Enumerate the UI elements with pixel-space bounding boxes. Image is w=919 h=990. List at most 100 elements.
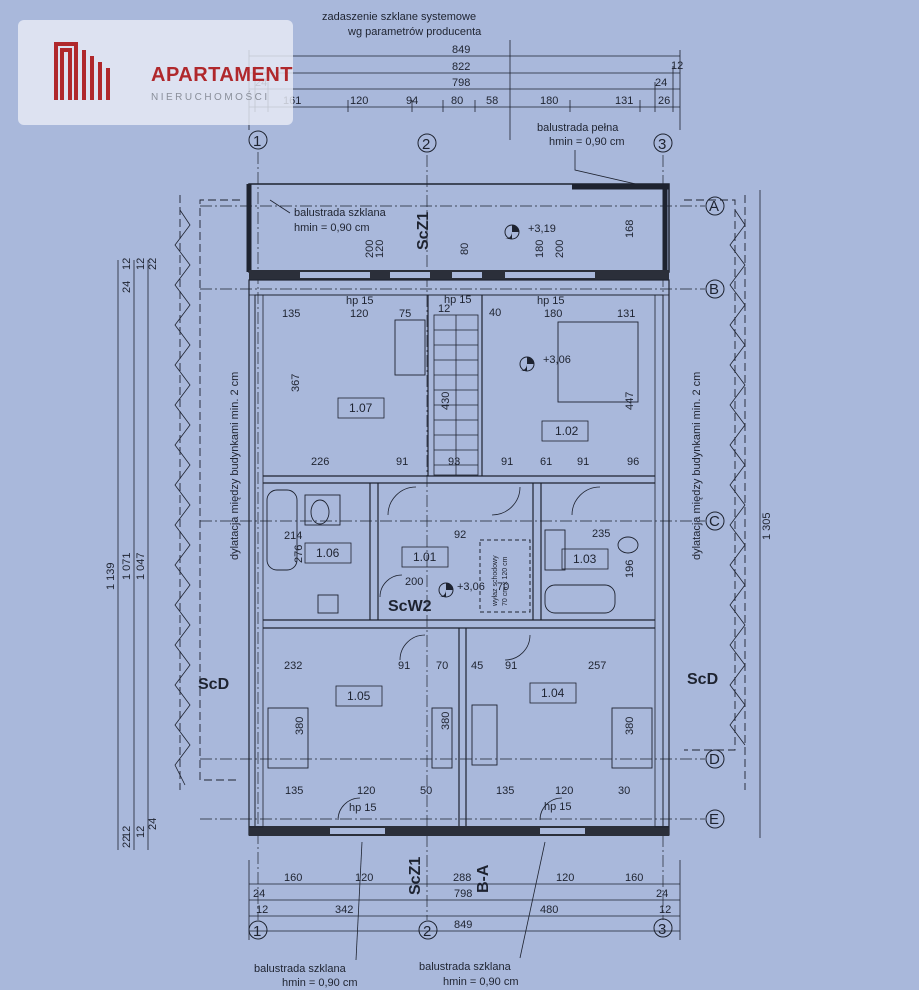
dim-top-24b: 24 <box>655 77 667 89</box>
dim-top-180: 180 <box>540 95 558 107</box>
svg-text:180: 180 <box>544 308 562 320</box>
axis-E: E <box>709 811 719 828</box>
room-1-01: 1.01 <box>413 550 437 564</box>
svg-text:92: 92 <box>454 529 466 541</box>
dim-bottom-342: 342 <box>335 904 353 916</box>
dim-top-12a: 12 <box>671 60 683 72</box>
svg-text:120: 120 <box>374 240 386 258</box>
dim-top-798: 798 <box>452 77 470 89</box>
svg-text:91: 91 <box>505 660 517 672</box>
dim-bottom-849: 849 <box>454 919 472 931</box>
dim-top-120: 120 <box>350 95 368 107</box>
dim-bottom-160b: 160 <box>625 872 643 884</box>
svg-text:91: 91 <box>396 456 408 468</box>
room-1-06: 1.06 <box>316 546 340 560</box>
sill-mark-2: hp 15 <box>444 294 472 306</box>
logo-title: APARTAMENT <box>151 64 294 86</box>
logo-mark-icon <box>54 42 110 100</box>
door-swings <box>337 486 601 821</box>
svg-text:40: 40 <box>489 307 501 319</box>
dim-bottom-288: 288 <box>453 872 471 884</box>
svg-text:45: 45 <box>471 660 483 672</box>
building-walls <box>246 183 670 836</box>
axis-markers-top <box>248 130 673 153</box>
svg-text:135: 135 <box>282 308 300 320</box>
section-ScZ1-bottom: ScZ1 <box>407 857 424 895</box>
svg-text:200: 200 <box>364 240 376 258</box>
axis-A: A <box>709 198 719 215</box>
svg-text:232: 232 <box>284 660 302 672</box>
dim-top-849: 849 <box>452 44 470 56</box>
balustrade-glass-label-bc: balustrada szklana <box>419 961 512 973</box>
interior-partitions <box>263 295 655 826</box>
balustrade-full-label: balustrada pełna <box>537 122 619 134</box>
dim-bottom-24a: 24 <box>253 888 265 900</box>
room-1-04: 1.04 <box>541 686 565 700</box>
svg-text:70: 70 <box>436 660 448 672</box>
dim-top-94: 94 <box>406 95 418 107</box>
level-hall: +3,06 <box>457 581 485 593</box>
room-1-05: 1.05 <box>347 689 371 703</box>
inner-dimensions: 135 120 75 12 40 180 131 226 91 93 91 61… <box>282 303 639 797</box>
svg-text:70: 70 <box>497 581 509 593</box>
dim-left-22a: 22 <box>147 258 159 270</box>
axis-markers-right <box>705 196 725 829</box>
axis-1-bottom: 1 <box>253 923 261 940</box>
dilatation-label-left: dylatacja między budynkami min. 2 cm <box>229 372 241 560</box>
dim-bottom-12b: 12 <box>659 904 671 916</box>
svg-text:30: 30 <box>618 785 630 797</box>
svg-text:50: 50 <box>420 785 432 797</box>
dim-left-24a: 24 <box>121 281 133 293</box>
stair-opening-label: wyłaz schodowy <box>492 555 499 607</box>
svg-text:91: 91 <box>398 660 410 672</box>
room-1-07: 1.07 <box>349 401 373 415</box>
dim-bottom-798: 798 <box>454 888 472 900</box>
dim-left-12a: 12 <box>121 258 133 270</box>
bottom-dimension-lines <box>248 860 681 940</box>
dim-bottom-120b: 120 <box>556 872 574 884</box>
level-room-102: +3,06 <box>543 354 571 366</box>
level-terrace: +3,19 <box>528 223 556 235</box>
svg-text:235: 235 <box>592 528 610 540</box>
agency-logo: APARTAMENT NIERUCHOMOŚCI <box>18 20 293 125</box>
svg-text:12: 12 <box>438 303 450 315</box>
dim-bottom-120a: 120 <box>355 872 373 884</box>
dim-right-1305: 1 305 <box>761 512 773 540</box>
svg-text:135: 135 <box>285 785 303 797</box>
dim-left-1071: 1 071 <box>121 552 133 580</box>
axis-D: D <box>709 751 720 768</box>
svg-text:380: 380 <box>440 712 452 730</box>
svg-text:135: 135 <box>496 785 514 797</box>
svg-text:196: 196 <box>624 560 636 578</box>
dim-bottom-24b: 24 <box>656 888 668 900</box>
top-dimension-lines <box>248 40 681 140</box>
svg-text:380: 380 <box>294 717 306 735</box>
svg-text:96: 96 <box>627 456 639 468</box>
logo-subtitle: NIERUCHOMOŚCI <box>151 92 270 103</box>
svg-text:380: 380 <box>624 717 636 735</box>
bathroom-fixtures <box>266 489 639 614</box>
svg-text:93: 93 <box>448 456 460 468</box>
dim-left-24b: 24 <box>147 818 159 830</box>
svg-text:200: 200 <box>554 240 566 258</box>
axis-2-top: 2 <box>422 136 430 153</box>
section-ScD-right: ScD <box>687 671 718 688</box>
svg-text:430: 430 <box>440 392 452 410</box>
section-B-A: B-A <box>475 864 492 893</box>
svg-text:180: 180 <box>534 240 546 258</box>
svg-text:120: 120 <box>357 785 375 797</box>
dilatation-lines <box>179 195 746 790</box>
dim-bottom-160a: 160 <box>284 872 302 884</box>
svg-text:91: 91 <box>501 456 513 468</box>
dim-bottom-12a: 12 <box>256 904 268 916</box>
dim-top-80: 80 <box>451 95 463 107</box>
axis-1-top: 1 <box>253 133 261 150</box>
dim-top-822: 822 <box>452 61 470 73</box>
svg-text:131: 131 <box>617 308 635 320</box>
section-ScZ1-top: ScZ1 <box>415 212 432 250</box>
balustrade-glass-hmin-bc: hmin = 0,90 cm <box>443 976 519 988</box>
roof-note-line1: zadaszenie szklane systemowe <box>322 11 476 23</box>
sill-mark-4: hp 15 <box>349 802 377 814</box>
